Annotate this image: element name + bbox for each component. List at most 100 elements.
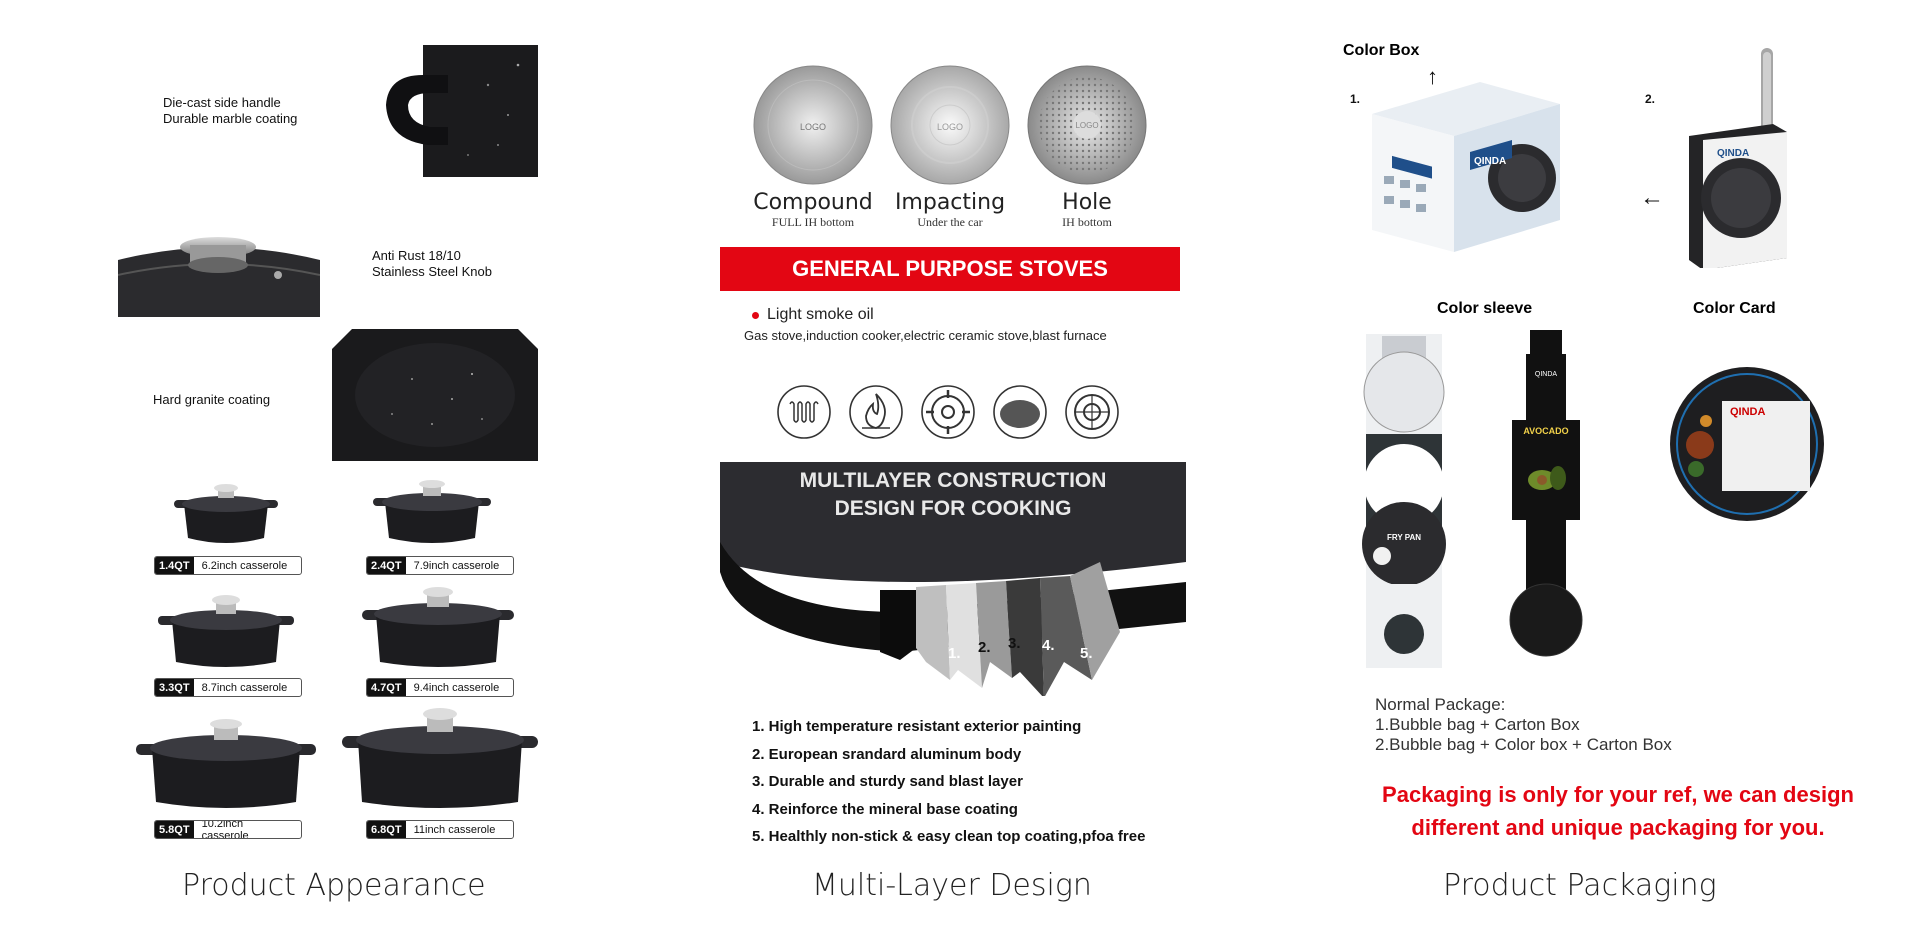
bottom-label-compound: Compound FULL IH bottom	[738, 190, 888, 230]
size-qt: 3.3QT	[155, 679, 194, 696]
card-round-brand: QINDA	[1730, 406, 1766, 418]
size-tag: 6.8QT 11inch casserole	[366, 820, 514, 839]
bottom-name: Hole	[1062, 190, 1112, 215]
pkg-number-1: 1.	[1350, 92, 1361, 106]
color-card-round-image: QINDA	[1670, 367, 1824, 521]
size-inch: 8.7inch casserole	[201, 681, 288, 694]
lid-knob-photo	[118, 237, 320, 317]
casserole-3	[158, 595, 294, 667]
layer-mark: 2.	[978, 639, 991, 656]
general-purpose-stoves-banner: GENERAL PURPOSE STOVES	[720, 247, 1180, 291]
oil-note: Light smoke oil	[752, 306, 874, 324]
feature-knob: Anti Rust 18/10 Stainless Steel Knob	[372, 248, 492, 280]
feature-text: Stainless Steel Knob	[372, 264, 492, 279]
size-qt: 5.8QT	[155, 821, 194, 838]
compound-bottom-disc: LOGO	[753, 65, 873, 185]
normal-package-option-2: 2.Bubble bag + Color box + Carton Box	[1375, 735, 1672, 754]
bottom-sub: FULL IH bottom	[771, 215, 855, 229]
size-inch: 11inch casserole	[413, 823, 496, 836]
color-box-image: QINDA	[1372, 82, 1560, 252]
color-sleeve-title: Color sleeve	[1437, 300, 1533, 317]
ceramic-plate-icon	[993, 385, 1047, 439]
color-sleeve-2-image: AVOCADO QINDA	[1509, 330, 1583, 657]
gas-burner-icon	[921, 385, 975, 439]
bottom-label-impacting: Impacting Under the car	[875, 190, 1025, 230]
caption-product-packaging: Product Packaging	[1443, 868, 1717, 903]
sleeve-2-label: AVOCADO	[1523, 426, 1568, 436]
packaging-notice-line: Packaging is only for your ref, we can d…	[1382, 782, 1854, 807]
caption-multi-layer-design: Multi-Layer Design	[812, 868, 1092, 903]
layer-item: 4. Reinforce the mineral base coating	[752, 800, 1018, 818]
casserole-5	[136, 719, 316, 808]
oil-note-text: Light smoke oil	[767, 306, 874, 323]
color-sleeve-1-image: FRY PAN	[1362, 334, 1446, 668]
color-box-title: Color Box	[1343, 42, 1420, 59]
bottom-name: Compound	[753, 190, 873, 215]
hole-bottom-disc: LOGO	[1027, 65, 1147, 185]
arrow-up-icon: ↑	[1427, 64, 1438, 89]
feature-text: Durable marble coating	[163, 111, 298, 126]
side-handle-photo	[386, 45, 538, 177]
size-qt: 2.4QT	[367, 557, 406, 574]
construction-title-line1: MULTILAYER CONSTRUCTION	[800, 469, 1107, 492]
multilayer-cross-section: MULTILAYER CONSTRUCTION DESIGN FOR COOKI…	[720, 462, 1186, 696]
layer-item: 3. Durable and sturdy sand blast layer	[752, 773, 1023, 790]
casserole-2	[373, 480, 491, 543]
feature-text: Hard granite coating	[153, 392, 271, 407]
casserole-4	[362, 587, 514, 667]
size-inch: 9.4inch casserole	[413, 681, 500, 694]
logo-mark: LOGO	[800, 122, 826, 132]
induction-coil-icon	[777, 385, 831, 439]
sleeve-1-label: FRY PAN	[1387, 533, 1421, 542]
gas-flame-icon	[849, 385, 903, 439]
layer-mark: 4.	[1042, 637, 1055, 654]
packaging-notice-line: different and unique packaging for you.	[1411, 815, 1825, 840]
impacting-bottom-disc: LOGO	[890, 65, 1010, 185]
stove-types-text: Gas stove,induction cooker,electric cera…	[744, 328, 1107, 343]
layer-list: 1. High temperature resistant exterior p…	[752, 713, 1145, 851]
layer-item: 2. European srandard aluminum body	[752, 745, 1022, 763]
feature-text: Die-cast side handle	[163, 95, 281, 110]
bottom-name: Impacting	[894, 190, 1006, 215]
bottom-label-hole: Hole IH bottom	[1012, 190, 1162, 230]
size-qt: 1.4QT	[155, 557, 194, 574]
construction-title-line2: DESIGN FOR COOKING	[835, 497, 1072, 520]
size-tag: 3.3QT 8.7inch casserole	[154, 678, 302, 697]
layer-mark: 3.	[1008, 635, 1021, 652]
casserole-1	[174, 484, 278, 543]
sleeve-2-brand: QINDA	[1535, 371, 1558, 378]
casserole-6	[342, 708, 538, 808]
layer-item: 1. High temperature resistant exterior p…	[752, 718, 1082, 735]
product-appearance-panel: Die-cast side handle Durable marble coat…	[100, 0, 560, 947]
stove-icon-row	[777, 385, 1119, 439]
normal-package-title: Normal Package:	[1375, 695, 1506, 714]
feature-text: Anti Rust 18/10	[372, 248, 461, 263]
normal-package-option-1: 1.Bubble bag + Carton Box	[1375, 715, 1580, 734]
size-qt: 6.8QT	[367, 821, 406, 838]
card-brand: QINDA	[1717, 148, 1749, 159]
arrow-left-icon: ←	[1640, 184, 1664, 211]
layer-mark: 5.	[1080, 645, 1093, 662]
packaging-notice: Packaging is only for your ref, we can d…	[1358, 778, 1878, 844]
size-tag: 5.8QT 10.2inch casserole	[154, 820, 302, 839]
bullet-icon	[752, 311, 759, 319]
feature-handle: Die-cast side handle Durable marble coat…	[163, 95, 297, 127]
feature-granite: Hard granite coating	[153, 392, 270, 408]
size-tag: 4.7QT 9.4inch casserole	[366, 678, 514, 697]
size-inch: 7.9inch casserole	[413, 559, 500, 572]
bottom-sub: Under the car	[917, 215, 983, 229]
color-card-title: Color Card	[1693, 300, 1776, 317]
caption-product-appearance: Product Appearance	[182, 868, 486, 903]
size-tag: 2.4QT 7.9inch casserole	[366, 556, 514, 575]
size-qt: 4.7QT	[367, 679, 406, 696]
layer-item: 5. Healthly non-stick & easy clean top c…	[752, 828, 1146, 845]
bottom-sub: IH bottom	[1062, 215, 1112, 229]
granite-coating-photo	[332, 329, 538, 461]
logo-mark: LOGO	[937, 122, 963, 132]
logo-mark: LOGO	[1075, 121, 1098, 130]
size-inch: 10.2inch casserole	[201, 820, 249, 839]
pkg-number-2: 2.	[1645, 92, 1656, 106]
box-brand: QINDA	[1474, 156, 1506, 167]
layer-mark: 1.	[948, 645, 961, 662]
